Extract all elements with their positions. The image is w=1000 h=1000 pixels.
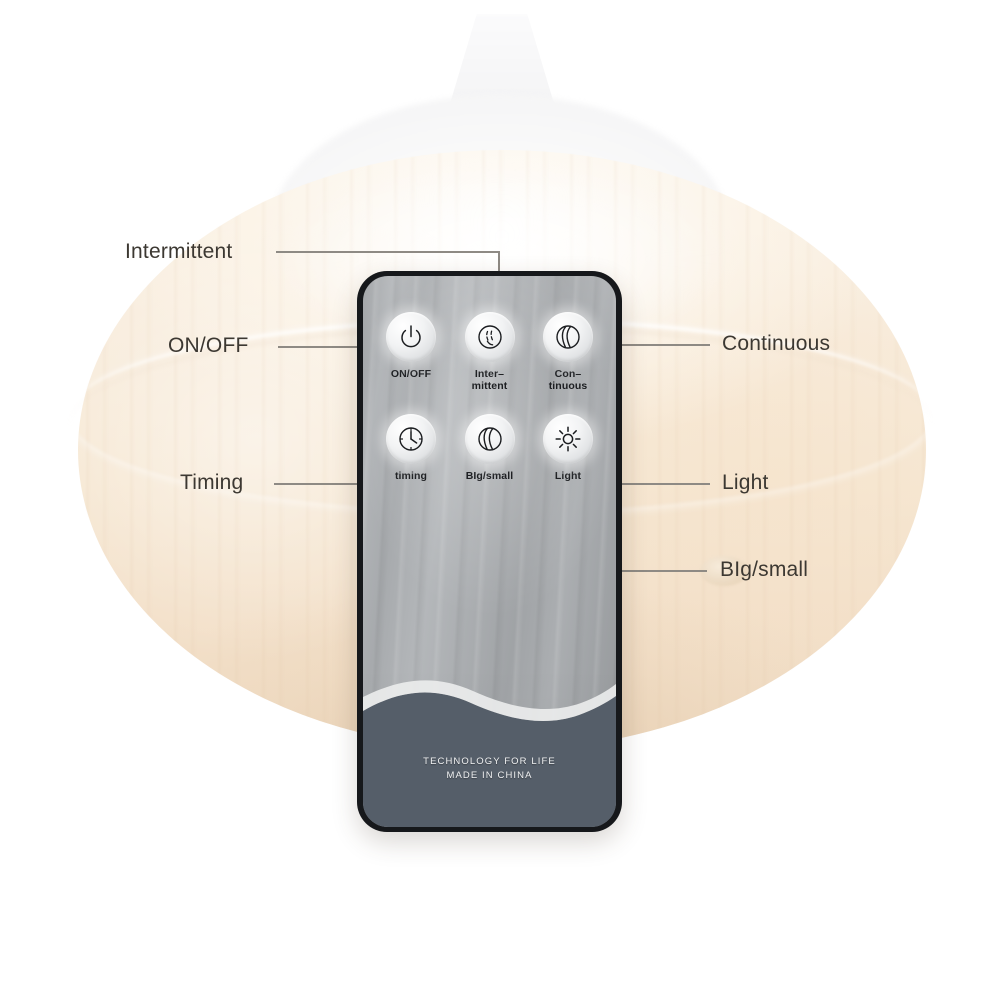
callout-continuous: Continuous [722,332,831,355]
big-small-key[interactable] [464,414,515,464]
continuous-key-label-line2: tinuous [548,380,588,392]
mist-volume-icon [474,423,506,455]
remote-wave-graphic [363,667,616,827]
power-icon [396,322,426,352]
intermittent-key[interactable] [464,312,515,362]
remote-brand-text: TECHNOLOGY FOR LIFE MADE IN CHINA [363,755,616,783]
intermittent-key-label-line1: Inter– [474,368,505,380]
remote-button-row-top: ON/OFF [375,312,604,392]
button-timing[interactable]: timing [375,414,447,482]
continuous-key-label: Con– tinuous [549,368,588,392]
timing-key[interactable] [386,414,436,464]
light-key-label: Light [554,470,582,482]
leader-onoff [278,346,418,348]
brand-line-1: TECHNOLOGY FOR LIFE [423,756,556,767]
diffuser-mist-cap [432,14,572,164]
remote-face-panel: TECHNOLOGY FOR LIFE MADE IN CHINA [363,276,616,827]
continuous-key-label-line1: Con– [554,368,582,380]
big-small-key-label: BIg/small [465,470,514,482]
on-off-key[interactable] [386,312,436,362]
button-on-off[interactable]: ON/OFF [375,312,447,392]
sun-icon [552,423,584,455]
on-off-key-label: ON/OFF [390,368,432,380]
button-continuous[interactable]: Con– tinuous [532,312,604,392]
callout-big-small: BIg/small [720,558,809,581]
remote-button-row-bottom: timing [375,414,604,482]
continuous-key[interactable] [543,312,593,362]
intermittent-key-label-line2: mittent [471,380,508,392]
callout-timing: Timing [180,471,244,494]
leader-continuous [570,344,710,346]
callout-intermittent: Intermittent [125,240,233,263]
intermittent-key-label: Inter– mittent [472,368,508,392]
button-big-small[interactable]: BIg/small [454,414,526,482]
leader-intermittent-horizontal [276,251,500,253]
remote-button-grid: ON/OFF [375,312,604,492]
leader-light [570,483,710,485]
clock-icon [395,423,427,455]
leader-timing [274,483,419,485]
button-light[interactable]: Light [532,414,604,482]
diffuser-top-cover [270,95,730,285]
brand-line-2: MADE IN CHINA [446,770,533,781]
light-key[interactable] [543,414,593,464]
callout-on-off: ON/OFF [168,334,249,357]
timing-key-label: timing [394,470,428,482]
continuous-mist-icon [552,321,584,353]
intermittent-mist-icon [474,321,506,353]
callout-light: Light [722,471,769,494]
button-intermittent[interactable]: Inter– mittent [454,312,526,392]
remote-control[interactable]: TECHNOLOGY FOR LIFE MADE IN CHINA [357,271,622,832]
